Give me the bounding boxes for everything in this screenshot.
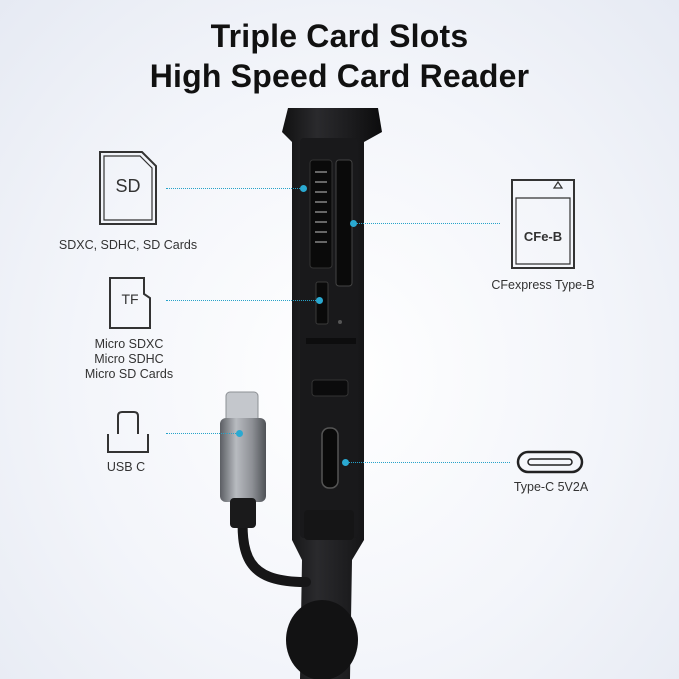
sd-card-icon-text: SD <box>115 176 141 196</box>
usb-c-plug <box>220 391 266 528</box>
sd-card-icon <box>99 151 157 225</box>
headline-line-1: Triple Card Slots <box>210 18 469 54</box>
tf-card-icon-text: TF <box>121 291 139 307</box>
type-c-port-label: Type-C 5V2A <box>513 480 589 494</box>
sd-card-label: SDXC, SDHC, SD Cards <box>58 238 198 252</box>
cfexpress-label: CFexpress Type-B <box>491 278 595 292</box>
usb-c-plug-icon <box>107 411 149 453</box>
reader-body <box>282 108 382 679</box>
headline-line-2: High Speed Card Reader <box>149 58 530 94</box>
sd-leader-dot <box>300 185 307 192</box>
usb-c-label: USB C <box>106 460 146 474</box>
tf-leader-dot <box>316 297 323 304</box>
tf-card-label-1: Micro SDXC <box>94 337 164 351</box>
cfexpress-card-icon <box>511 179 575 269</box>
cfe-leader-line <box>352 223 500 224</box>
cfexpress-icon-text: CFe-B <box>523 229 563 244</box>
tf-card-label-3: Micro SD Cards <box>84 367 174 381</box>
tf-leader-line <box>166 300 318 301</box>
usb-leader-line <box>166 433 238 434</box>
typec-leader-line <box>346 462 510 463</box>
usb-c-port-icon <box>516 450 584 474</box>
tf-card-label-2: Micro SDHC <box>94 352 164 366</box>
tf-card-icon <box>109 277 151 329</box>
usb-leader-dot <box>236 430 243 437</box>
typec-leader-dot <box>342 459 349 466</box>
sd-leader-line <box>166 188 302 189</box>
cfe-leader-dot <box>350 220 357 227</box>
